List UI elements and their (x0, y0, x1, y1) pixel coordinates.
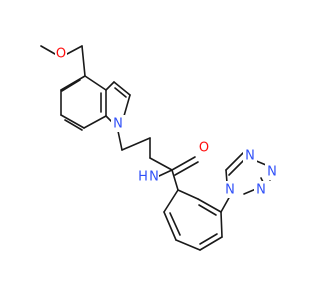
bond (163, 211, 177, 241)
bond (61, 79, 81, 92)
atom-nitrogen-tetrazole-1: N (225, 183, 235, 198)
bond (113, 81, 131, 96)
bond (171, 169, 179, 191)
bond (228, 159, 245, 176)
bond (114, 87, 127, 98)
bond (171, 156, 196, 171)
bond (123, 94, 131, 117)
bond (225, 169, 228, 184)
atom-oxygen-carbonyl: O (199, 141, 209, 156)
bond (177, 189, 199, 200)
bond (225, 152, 244, 171)
bond (220, 195, 231, 213)
bond (60, 114, 85, 129)
bond (174, 161, 199, 176)
molecule-drawing: O N H N O N N N N (40, 45, 279, 251)
atom-bg (243, 147, 257, 164)
atom-nitrogen-amide: N (149, 170, 159, 185)
bond (220, 211, 223, 238)
atom-nitrogen-tetrazole-2: N (245, 149, 255, 164)
bond (105, 81, 115, 91)
bond (117, 130, 123, 151)
atom-label-layer: O N H N O N N N N (55, 45, 279, 198)
bond (64, 119, 83, 131)
bond (163, 189, 179, 213)
atom-nitrogen-tetrazole-4: N (256, 183, 266, 198)
bond (169, 212, 181, 236)
atom-oxygen-methoxy: O (56, 47, 66, 62)
bond (84, 75, 107, 91)
bond (66, 45, 83, 55)
bond (199, 236, 223, 251)
bond (81, 45, 86, 77)
bond (149, 157, 173, 171)
bond (83, 115, 107, 129)
atom-nitrogen-indole: N (113, 117, 123, 132)
bond (198, 204, 217, 216)
atom-nitrogen-tetrazole-3: N (267, 165, 277, 180)
bond (40, 45, 56, 55)
atom-bg (197, 140, 210, 157)
atom-bg (111, 115, 125, 132)
atom-bg (254, 181, 268, 198)
bond (158, 169, 173, 177)
atom-bg (137, 168, 159, 185)
bond (60, 75, 86, 91)
bond (121, 137, 151, 151)
structure-svg: O N H N O N N N N (40, 45, 279, 251)
atom-bg (55, 45, 67, 62)
bond (199, 233, 218, 245)
atom-bg (223, 181, 237, 198)
bond (175, 239, 201, 251)
bond-layer (40, 45, 271, 251)
bond (197, 198, 222, 213)
atom-hydrogen-amide: H (138, 170, 148, 185)
atom-bg (265, 163, 279, 180)
